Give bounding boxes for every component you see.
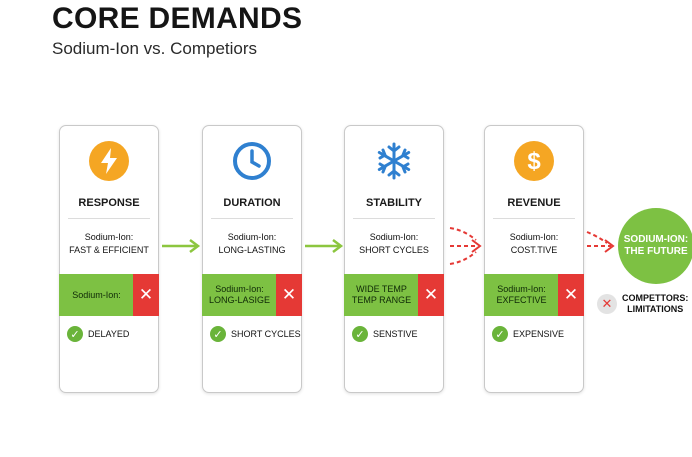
limitations-note: ✕ COMPETTORS: LIMITATIONS	[597, 293, 688, 315]
sodium-ion-panel: Sodium-Ion: LONG-LASIGE	[202, 274, 277, 316]
limitations-line-1: COMPETTORS:	[622, 293, 689, 303]
desc-line-2: SHORT CYCLES	[359, 245, 429, 255]
card-divider	[353, 218, 435, 219]
status-row: ✓ SENSTIVE	[352, 326, 418, 342]
card-description: Sodium-Ion: LONG-LASTING	[205, 231, 299, 257]
status-row: ✓ SHORT CYCLES	[210, 326, 301, 342]
card-duration: DURATION Sodium-Ion: LONG-LASTING Sodium…	[202, 125, 302, 393]
sodium-ion-panel: WIDE TEMP TEMP RANGE	[344, 274, 419, 316]
check-icon: ✓	[210, 326, 226, 342]
card-response: RESPONSE Sodium-Ion: FAST & EFFICIENT So…	[59, 125, 159, 393]
clock-icon	[233, 142, 271, 180]
band-line-2: EXFECTIVE	[496, 295, 547, 305]
outcome-line-1: SODIUM-ION:	[623, 234, 689, 245]
svg-text:$: $	[527, 148, 541, 175]
band-line-1: WIDE TEMP	[356, 284, 407, 294]
limitations-text: COMPETTORS: LIMITATIONS	[622, 293, 688, 315]
sodium-ion-panel: Sodium-Ion: EXFECTIVE	[484, 274, 559, 316]
card-divider	[493, 218, 575, 219]
status-row: ✓ DELAYED	[67, 326, 129, 342]
desc-line-1: Sodium-Ion:	[509, 232, 559, 242]
card-stability: STABILITY Sodium-Ion: SHORT CYCLES WIDE …	[344, 125, 444, 393]
band-line-1: Sodium-Ion:	[72, 289, 121, 300]
outcome-badge: SODIUM-ION: THE FUTURE	[618, 208, 692, 284]
card-divider	[68, 218, 150, 219]
comparison-band: WIDE TEMP TEMP RANGE ✕	[344, 274, 444, 316]
dashed-arrows-icon	[449, 227, 482, 265]
band-line-1: Sodium-Ion:	[215, 284, 264, 294]
outcome-line-2: THE FUTURE	[624, 246, 688, 257]
close-icon: ✕	[276, 274, 302, 316]
close-icon: ✕	[418, 274, 444, 316]
lightning-bolt-icon	[89, 141, 129, 181]
desc-line-2: LONG-LASTING	[218, 245, 286, 255]
comparison-band: Sodium-Ion: ✕	[59, 274, 159, 316]
page-title: CORE DEMANDS	[52, 2, 303, 35]
dashed-arrows-icon	[586, 231, 615, 253]
close-icon: ✕	[558, 274, 584, 316]
status-text: EXPENSIVE	[513, 329, 565, 339]
card-heading: REVENUE	[507, 197, 561, 209]
card-heading: RESPONSE	[78, 197, 140, 209]
status-row: ✓ EXPENSIVE	[492, 326, 564, 342]
desc-line-1: Sodium-Ion:	[84, 232, 134, 242]
desc-line-1: Sodium-Ion:	[369, 232, 419, 242]
status-text: SHORT CYCLES	[231, 329, 301, 339]
desc-line-2: FAST & EFFICIENT	[69, 245, 149, 255]
close-icon: ✕	[133, 274, 159, 316]
snowflake-icon	[377, 142, 411, 180]
card-description: Sodium-Ion: SHORT CYCLES	[347, 231, 441, 257]
card-heading: DURATION	[223, 197, 281, 209]
card-revenue: $ REVENUE Sodium-Ion: COST.TIVE Sodium-I…	[484, 125, 584, 393]
arrow-right-icon	[305, 239, 344, 253]
sodium-ion-panel: Sodium-Ion:	[59, 274, 134, 316]
desc-line-2: COST.TIVE	[510, 245, 558, 255]
card-heading: STABILITY	[365, 197, 422, 209]
dollar-icon: $	[514, 141, 554, 181]
status-text: SENSTIVE	[373, 329, 418, 339]
comparison-band: Sodium-Ion: LONG-LASIGE ✕	[202, 274, 302, 316]
close-icon: ✕	[597, 294, 617, 314]
check-icon: ✓	[492, 326, 508, 342]
desc-line-1: Sodium-Ion:	[227, 232, 277, 242]
arrow-right-icon	[162, 239, 201, 253]
page-subtitle: Sodium-Ion vs. Competiors	[52, 39, 258, 58]
comparison-band: Sodium-Ion: EXFECTIVE ✕	[484, 274, 584, 316]
check-icon: ✓	[67, 326, 83, 342]
limitations-line-2: LIMITATIONS	[627, 304, 684, 314]
band-line-2: TEMP RANGE	[351, 295, 412, 305]
band-line-1: Sodium-Ion:	[497, 284, 546, 294]
card-description: Sodium-Ion: FAST & EFFICIENT	[62, 231, 156, 257]
band-line-2: LONG-LASIGE	[208, 295, 271, 305]
card-description: Sodium-Ion: COST.TIVE	[487, 231, 581, 257]
check-icon: ✓	[352, 326, 368, 342]
card-divider	[211, 218, 293, 219]
status-text: DELAYED	[88, 329, 130, 339]
